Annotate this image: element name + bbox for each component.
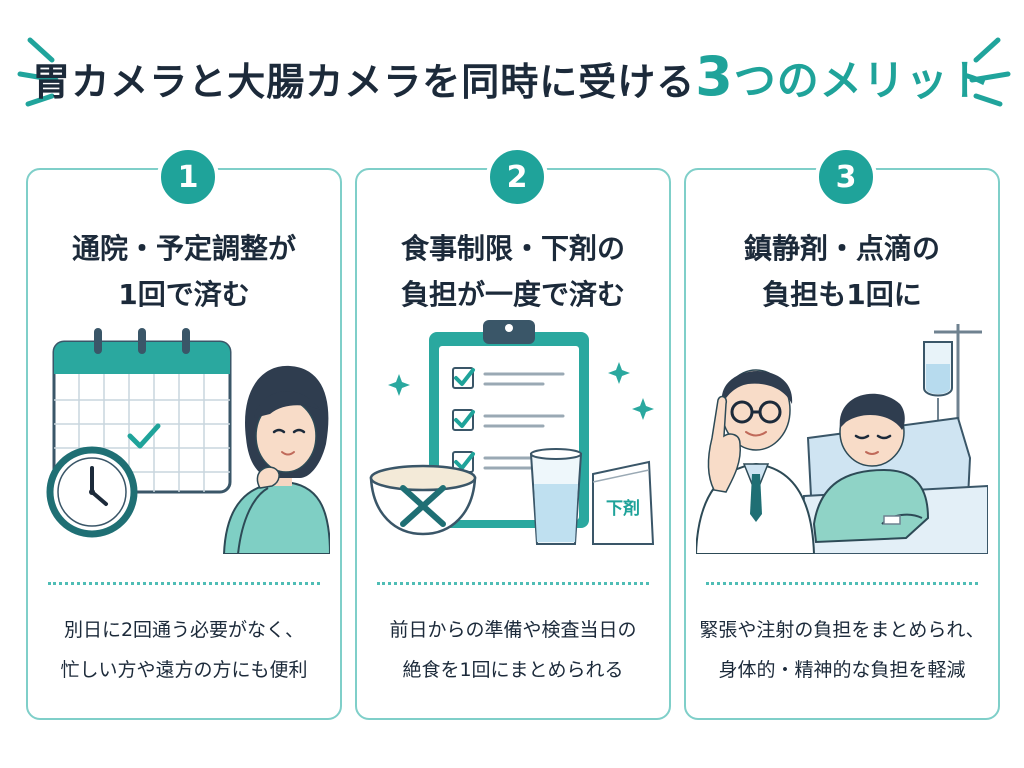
desc-line1: 別日に2回通う必要がなく、 bbox=[63, 619, 305, 641]
number-badge: 3 bbox=[815, 146, 877, 208]
title-prefix: 胃カメラと大腸カメラを同時に受ける bbox=[32, 59, 696, 104]
title-accent: 3つのメリット bbox=[695, 45, 992, 108]
laxative-packet-icon: 下剤 bbox=[592, 460, 655, 545]
card-description: 緊張や注射の負担をまとめられ、 身体的・精神的な負担を軽減 bbox=[696, 610, 988, 690]
right-burst-decoration bbox=[969, 37, 1011, 107]
card-title-line2: 1回で済む bbox=[118, 278, 250, 311]
desc-line2: 忙しい方や遠方の方にも便利 bbox=[60, 659, 308, 681]
merit-card-3: 3 鎮静剤・点滴の 負担も1回に bbox=[684, 146, 1000, 720]
card-description: 前日からの準備や検査当日の 絶食を1回にまとめられる bbox=[367, 610, 659, 690]
doctor bbox=[696, 369, 816, 554]
card-title-line1: 食事制限・下剤の bbox=[400, 232, 625, 265]
desc-line1: 前日からの準備や検査当日の bbox=[389, 619, 637, 641]
card-title: 鎮静剤・点滴の 負担も1回に bbox=[686, 226, 998, 318]
merit-card-2: 2 食事制限・下剤の 負担が一度で済む bbox=[355, 146, 671, 720]
card-title-line1: 通院・予定調整が bbox=[71, 232, 296, 265]
desc-line2: 絶食を1回にまとめられる bbox=[402, 659, 624, 681]
desc-line1: 緊張や注射の負担をまとめられ、 bbox=[699, 619, 985, 641]
card-title: 通院・予定調整が 1回で済む bbox=[28, 226, 340, 318]
merit-card-1: 1 通院・予定調整が 1回で済む bbox=[26, 146, 342, 720]
title-accent-number: 3 bbox=[695, 44, 734, 108]
bowl-crossed-icon bbox=[369, 464, 477, 536]
card-title-line2: 負担が一度で済む bbox=[400, 278, 625, 311]
card-title-line1: 鎮静剤・点滴の bbox=[743, 232, 940, 265]
woman-thinking bbox=[222, 365, 330, 554]
schedule-illustration bbox=[46, 328, 330, 554]
calendar-icon bbox=[52, 328, 232, 494]
sedation-illustration bbox=[696, 324, 988, 554]
number-badge: 2 bbox=[486, 146, 548, 208]
clock-icon bbox=[46, 446, 138, 538]
left-burst-decoration bbox=[17, 37, 59, 107]
title-accent-suffix: つのメリット bbox=[733, 55, 992, 105]
divider bbox=[706, 582, 978, 585]
page-title: 胃カメラと大腸カメラを同時に受ける3つのメリット bbox=[32, 45, 992, 108]
preparation-illustration: 下剤 bbox=[369, 320, 655, 545]
sparkle-icon bbox=[388, 362, 654, 420]
packet-label: 下剤 bbox=[606, 498, 640, 518]
water-glass-icon bbox=[529, 448, 583, 545]
divider bbox=[377, 582, 649, 585]
card-description: 別日に2回通う必要がなく、 忙しい方や遠方の方にも便利 bbox=[38, 610, 330, 690]
card-title-line2: 負担も1回に bbox=[762, 278, 922, 311]
desc-line2: 身体的・精神的な負担を軽減 bbox=[718, 659, 966, 681]
divider bbox=[48, 582, 320, 585]
patient-in-bed bbox=[812, 393, 930, 544]
card-title: 食事制限・下剤の 負担が一度で済む bbox=[357, 226, 669, 318]
number-badge: 1 bbox=[157, 146, 219, 208]
